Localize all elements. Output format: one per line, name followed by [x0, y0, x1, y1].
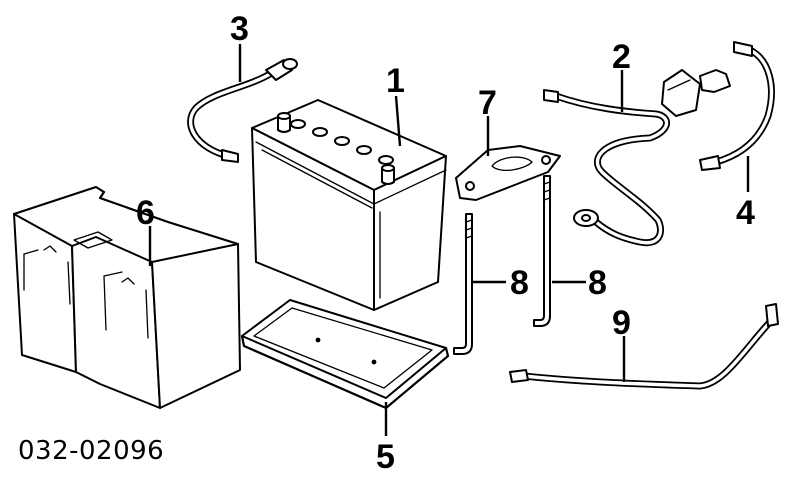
- leader-lines: [148, 44, 750, 436]
- callout-7: 7: [478, 84, 497, 122]
- callout-5: 5: [376, 438, 395, 476]
- callout-9: 9: [612, 304, 631, 342]
- cable-4: [699, 41, 775, 171]
- hold-down-rod-right: [533, 175, 551, 327]
- callout-1: 1: [386, 62, 405, 100]
- callout-3: 3: [230, 10, 249, 48]
- callout-8-left: 8: [510, 264, 529, 302]
- battery-tray: [240, 299, 450, 410]
- cable-3: [187, 58, 298, 163]
- battery-cover: [12, 185, 241, 409]
- callout-4: 4: [736, 194, 755, 232]
- diagram-code: 032-02096: [18, 436, 165, 466]
- ground-strap: [509, 303, 779, 390]
- hold-down-rod-left: [453, 213, 473, 355]
- callout-8-right: 8: [588, 264, 607, 302]
- callout-6: 6: [136, 194, 155, 232]
- battery: [251, 99, 447, 311]
- hold-down-bracket: [455, 145, 561, 201]
- callout-2: 2: [612, 38, 631, 76]
- cable-2: [543, 69, 731, 247]
